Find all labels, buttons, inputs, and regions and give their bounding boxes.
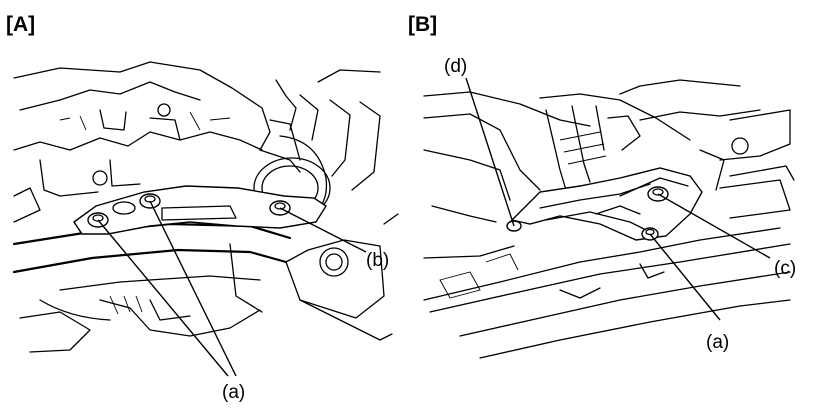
panel-a-callout-a: (a): [222, 382, 245, 403]
panel-b: [B]: [408, 13, 796, 359]
panel-b-leader-lines: [465, 77, 771, 321]
panel-b-callout-d: (d): [444, 56, 467, 77]
panel-a-engine-illustration: [12, 61, 399, 353]
panel-b-callout-c: (c): [774, 258, 796, 279]
panel-b-underbody-illustration: [423, 79, 795, 359]
panel-a: [A]: [6, 13, 399, 403]
panel-b-callout-a: (a): [706, 332, 729, 353]
panel-a-title: [A]: [6, 13, 35, 36]
panel-b-title: [B]: [408, 13, 437, 36]
panel-a-leader-lines: [97, 200, 367, 377]
panel-a-callout-b: (b): [366, 250, 389, 271]
